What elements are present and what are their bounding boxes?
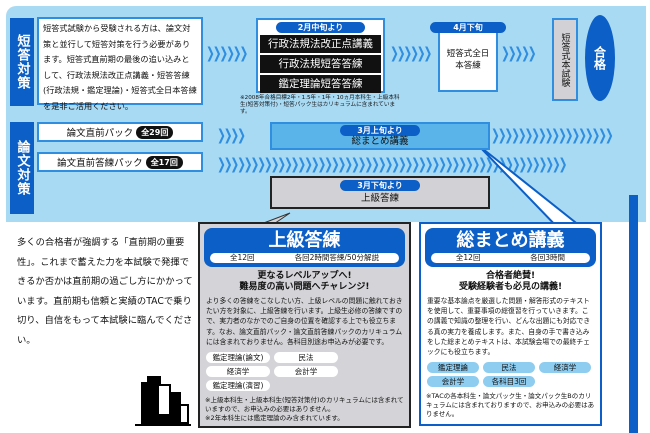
catch-line: 受験経験者も必見の講義! <box>458 282 563 292</box>
catch-line: 合格者絶賛! <box>485 271 536 281</box>
apr-badge: 4月下旬 <box>430 22 506 33</box>
subject-tag[interactable]: 鑑定理論(演習) <box>206 380 270 392</box>
chevron-arrows-icon: ❯❯❯❯❯❯❯❯❯❯❯❯❯❯❯❯❯❯ <box>491 126 614 144</box>
advanced-panel-header: 上級答練 全12回 各回2時間答練/50分解説 <box>204 228 405 267</box>
buildings-icon <box>135 376 191 426</box>
row-name: 論文直前答練パック <box>57 158 143 169</box>
apr-box: 4月下旬 短答式全日本答練 <box>430 22 506 92</box>
feb-courses-box: 2月中旬より 行政法規法改正点講義 行政法規短答答練 鑑定理論短答答練 <box>256 18 385 93</box>
summary-title: 総まとめ講義 <box>351 136 409 147</box>
session-detail: 各回2時間答練/50分解説 <box>294 253 379 262</box>
session-detail: 各回3時間 <box>530 253 566 262</box>
essay-pack-row[interactable]: 論文直前パック全29回 <box>37 122 203 142</box>
course-item[interactable]: 行政法規法改正点講義 <box>260 35 381 53</box>
summary-badge: 3月上旬より <box>340 125 420 136</box>
session-count: 全12回 <box>455 253 481 262</box>
timeline-bar <box>629 195 638 433</box>
row-name: 論文直前パック <box>66 128 134 139</box>
apr-title[interactable]: 短答式全日本答練 <box>446 49 490 71</box>
session-count: 全12回 <box>230 253 255 262</box>
subject-tag[interactable]: 鑑定理論 <box>427 362 479 374</box>
advanced-bar[interactable]: 3月下旬より 上級答練 <box>270 176 490 209</box>
advanced-title: 上級答練 <box>360 193 399 204</box>
essay-label: 論文対策 <box>10 122 34 214</box>
advanced-panel-title: 上級答練 <box>268 230 341 251</box>
subject-tag[interactable]: 会計学 <box>274 366 338 378</box>
advanced-panel: 上級答練 全12回 各回2時間答練/50分解説 更なるレベルアップへ! 難易度の高… <box>198 222 411 428</box>
advanced-badge: 3月下旬より <box>340 180 420 191</box>
chevron-arrows-icon: ❯❯❯❯❯ <box>501 44 537 62</box>
exam-box: 短答式本試験 <box>552 18 578 101</box>
subject-tag[interactable]: 鑑定理論(論文) <box>206 352 270 364</box>
subject-tag[interactable]: 経済学 <box>539 362 591 374</box>
chevron-arrows-icon: ❯❯❯❯ <box>217 126 246 144</box>
essay-drill-pack-row[interactable]: 論文直前答練パック全17回 <box>37 152 203 172</box>
course-item[interactable]: 鑑定理論短答答練 <box>260 75 381 93</box>
subject-tag[interactable]: 会計学 <box>427 376 479 388</box>
chevron-arrows-icon: ❯❯❯❯❯❯ <box>390 44 432 62</box>
feb-badge: 2月中旬より <box>276 22 365 33</box>
summary-panel-title: 総まとめ講義 <box>456 230 565 251</box>
catch-line: 更なるレベルアップへ! <box>257 271 352 281</box>
panel-body: より多くの答練をこなしたい方、上級レベルの問題に触れておきたい方を対象に、上級答… <box>206 297 403 346</box>
subject-tag[interactable]: 経済学 <box>206 366 270 378</box>
panel-body: 重要な基本論点を厳選した問題・解答形式のテキストを使用して、重要事項の総復習を行… <box>427 297 591 357</box>
message-text: 多くの合格者が強調する「直前期の重要性」。これまで蓄えた力を本試験で発揮できるか… <box>17 237 193 346</box>
catch-line: 難易度の高い問題へチャレンジ! <box>239 282 370 292</box>
course-item[interactable]: 行政法規短答答練 <box>260 55 381 73</box>
summary-panel-header: 総まとめ講義 全12回 各回3時間 <box>425 228 596 267</box>
chevron-arrows-icon: ❯❯❯❯❯❯❯❯❯❯❯❯❯❯❯❯❯❯❯❯❯❯❯❯❯❯❯❯❯❯❯❯❯❯❯❯❯❯❯❯… <box>217 155 567 173</box>
panel-note: ※TACの各本科生・論文パック生・論文パック生Bのカリキュラムには含まれておりま… <box>426 392 595 419</box>
panel-note: ※2年本科生には鑑定理論のみ含まれています。 <box>205 414 344 423</box>
summary-bar[interactable]: 3月上旬より 総まとめ講義 <box>270 122 490 150</box>
row-count: 全17回 <box>145 155 183 169</box>
short-answer-label: 短答対策 <box>10 18 34 106</box>
panel-note: ※上級本科生・上級本科生(短答対策付)のカリキュラムには含まれていますので、お申… <box>205 396 404 414</box>
chevron-arrows-icon: ❯❯❯❯❯❯ <box>206 44 248 62</box>
row-count: 全29回 <box>136 125 174 139</box>
short-answer-intro: 短答式試験から受験される方は、論文対策と並行して短答対策を行う必要があります。短… <box>37 17 203 111</box>
pass-ellipse: 合格 <box>585 15 615 101</box>
summary-panel: 総まとめ講義 全12回 各回3時間 合格者絶賛! 受験経験者も必見の講義! 重要な… <box>419 222 602 426</box>
subject-tag[interactable]: 民法 <box>483 362 535 374</box>
subject-tag[interactable]: 民法 <box>274 352 338 364</box>
subject-tag[interactable]: 各科目3回 <box>483 376 535 388</box>
feb-note: ※2008年合格目標2年・1.5年・1年・10ヵ月本科生・上級本科生(短答対策付… <box>240 95 400 115</box>
